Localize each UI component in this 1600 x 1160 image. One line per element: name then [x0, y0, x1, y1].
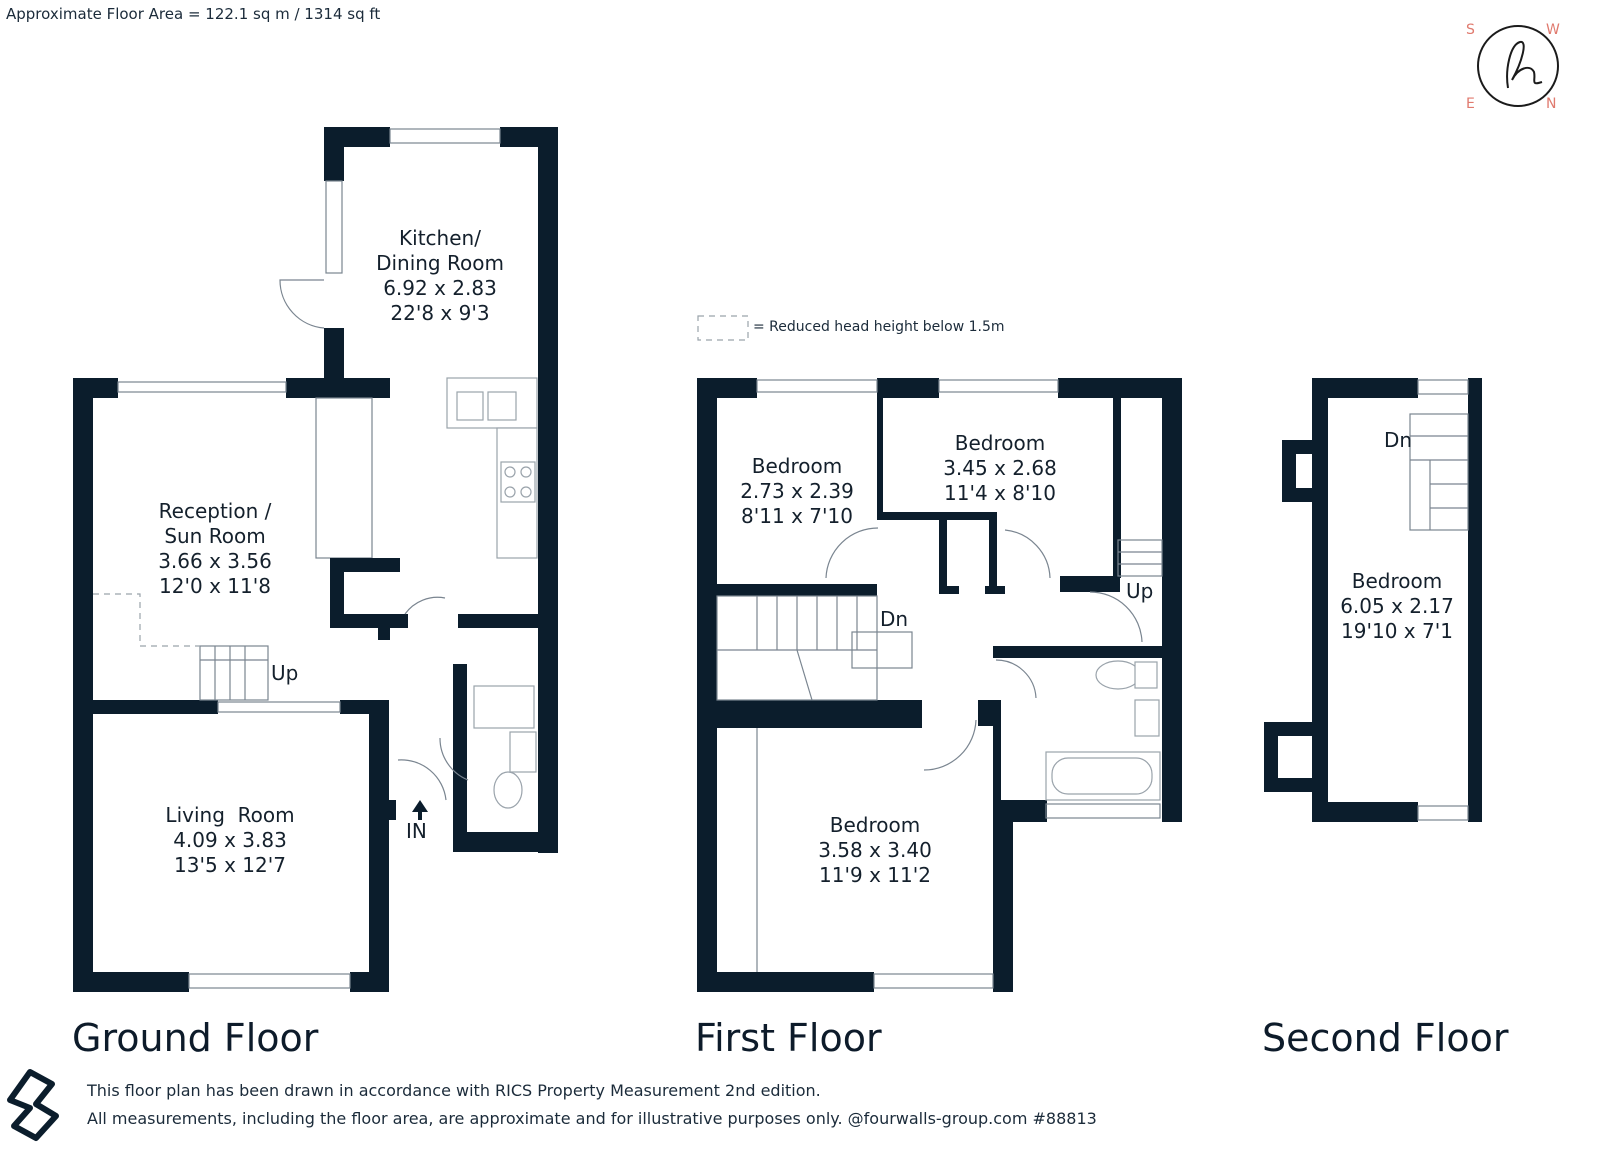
compass-logo: S W E N: [1466, 22, 1560, 112]
second-floor-labels: Bedroom 6.05 x 2.17 19'10 x 7'1 Dn: [1340, 428, 1454, 643]
bedroom-top-metric: 6.05 x 2.17: [1340, 594, 1454, 618]
first-stairs-down-label: Dn: [880, 607, 908, 631]
bedroom-a-imperial: 8'11 x 7'10: [741, 504, 853, 528]
floor-area-text: Approximate Floor Area = 122.1 sq m / 13…: [6, 5, 380, 23]
bedroom-b-name: Bedroom: [955, 431, 1045, 455]
reception-imperial: 12'0 x 11'8: [159, 574, 271, 598]
legend-swatch: [697, 315, 749, 341]
reception-name-1: Reception /: [159, 499, 272, 523]
first-floor-title: First Floor: [695, 1016, 882, 1060]
kitchen-name-2: Dining Room: [376, 251, 504, 275]
reception-name-2: Sun Room: [164, 524, 265, 548]
living-name: Living Room: [165, 803, 294, 827]
kitchen-name-1: Kitchen/: [399, 226, 481, 250]
ground-floor-plan: [73, 127, 558, 992]
compass-s: S: [1466, 22, 1475, 38]
first-floor-labels: Bedroom 2.73 x 2.39 8'11 x 7'10 Bedroom …: [740, 431, 1153, 887]
kitchen-imperial: 22'8 x 9'3: [390, 301, 489, 325]
ground-stairs-up-label: Up: [271, 661, 298, 685]
bedroom-c-name: Bedroom: [830, 813, 920, 837]
compass-w: W: [1546, 22, 1560, 38]
second-floor-plan: [1264, 378, 1482, 822]
compass-n: N: [1546, 96, 1556, 112]
bedroom-b-metric: 3.45 x 2.68: [943, 456, 1057, 480]
compass-e: E: [1466, 96, 1475, 112]
footer-line-1: This floor plan has been drawn in accord…: [86, 1081, 821, 1100]
legend-text: = Reduced head height below 1.5m: [753, 319, 1005, 335]
entrance-label: IN: [406, 819, 427, 843]
bedroom-c-imperial: 11'9 x 11'2: [819, 863, 931, 887]
kitchen-metric: 6.92 x 2.83: [383, 276, 497, 300]
bedroom-a-name: Bedroom: [752, 454, 842, 478]
ground-floor-labels: Kitchen/ Dining Room 6.92 x 2.83 22'8 x …: [158, 226, 504, 877]
ground-floor-title: Ground Floor: [72, 1016, 319, 1060]
living-metric: 4.09 x 3.83: [173, 828, 287, 852]
bedroom-b-imperial: 11'4 x 8'10: [944, 481, 1056, 505]
first-stairs-up-label: Up: [1126, 579, 1153, 603]
second-stairs-down-label: Dn: [1384, 428, 1412, 452]
company-logo: [7, 1069, 59, 1141]
reception-metric: 3.66 x 3.56: [158, 549, 272, 573]
footer-line-2: All measurements, including the floor ar…: [87, 1109, 1097, 1128]
bedroom-top-imperial: 19'10 x 7'1: [1341, 619, 1453, 643]
bedroom-top-name: Bedroom: [1352, 569, 1442, 593]
bedroom-a-metric: 2.73 x 2.39: [740, 479, 854, 503]
bedroom-c-metric: 3.58 x 3.40: [818, 838, 932, 862]
second-floor-title: Second Floor: [1262, 1016, 1509, 1060]
legend: = Reduced head height below 1.5m: [697, 315, 1005, 341]
first-floor-plan: [697, 378, 1182, 992]
living-imperial: 13'5 x 12'7: [174, 853, 286, 877]
